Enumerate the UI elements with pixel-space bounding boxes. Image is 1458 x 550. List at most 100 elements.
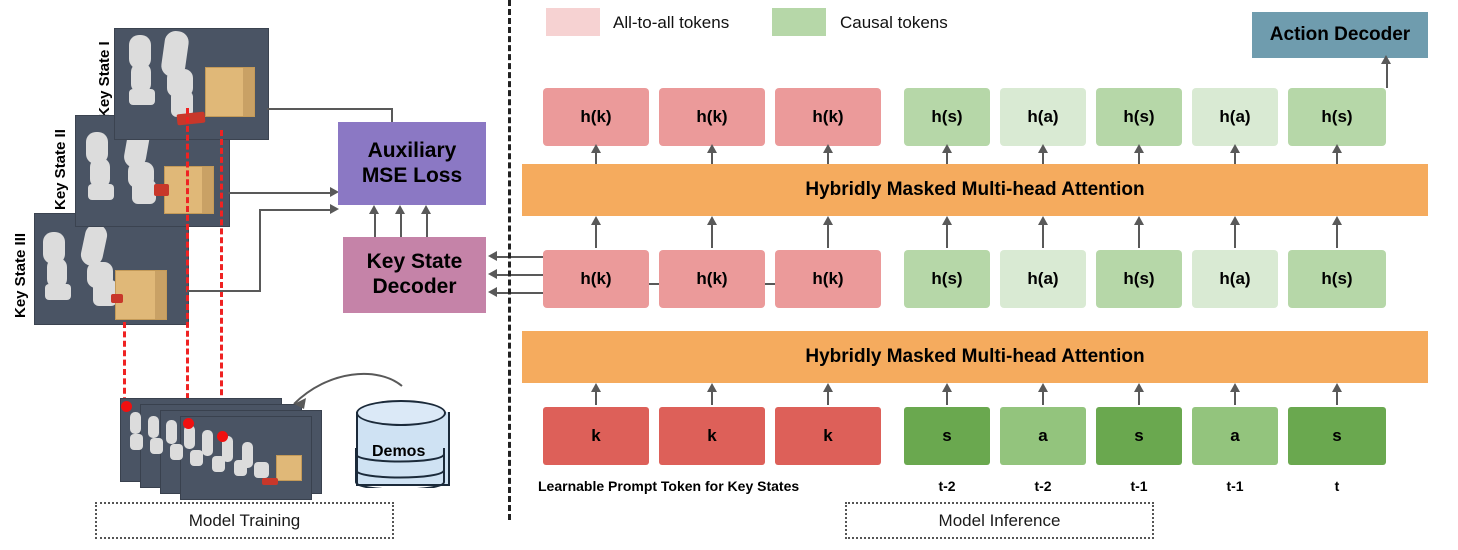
token-hk-1: h(k) [659, 250, 765, 308]
token-arrow-5 [1138, 150, 1140, 164]
attention-upper-label: Hybridly Masked Multi-head Attention [805, 178, 1145, 200]
arrow-dec-loss-3 [426, 212, 428, 237]
token-hs-3: h(s) [904, 88, 990, 146]
key-state-frame-2 [75, 115, 230, 227]
token-arrow-4 [1042, 150, 1044, 164]
token-arrow-0 [595, 150, 597, 164]
token-arrowhead-4 [1038, 383, 1048, 392]
token-arrowhead-0 [591, 144, 601, 153]
arrowhead-hk-dec-2 [488, 269, 497, 279]
token-hs-5: h(s) [1096, 88, 1182, 146]
token-arrow-6 [1234, 222, 1236, 248]
token-arrow-2 [827, 222, 829, 248]
token-arrow-6 [1234, 150, 1236, 164]
token-label: h(s) [931, 269, 963, 288]
token-arrowhead-5 [1134, 383, 1144, 392]
token-arrow-7 [1336, 150, 1338, 164]
token-arrowhead-4 [1038, 144, 1048, 153]
timestamp-6: t-1 [1226, 478, 1244, 494]
token-arrow-4 [1042, 389, 1044, 405]
token-arrowhead-6 [1230, 216, 1240, 225]
action-decoder-label: Action Decoder [1269, 23, 1411, 45]
connector-frame3-v [259, 209, 261, 291]
timestamp-3: t-2 [938, 478, 956, 494]
key-state-frame-3 [34, 213, 189, 325]
arrow-dec-loss-1 [374, 212, 376, 237]
token-arrow-3 [946, 222, 948, 248]
token-a-4: a [1000, 407, 1086, 465]
token-label: h(a) [1027, 107, 1059, 126]
token-label: s [1134, 426, 1144, 445]
key-state-marker-1 [121, 401, 132, 412]
legend-swatch-all-to-all [546, 8, 600, 36]
ks-decoder-line2: Decoder [372, 275, 457, 298]
token-s-5: s [1096, 407, 1182, 465]
key-state-guide-line-2 [186, 108, 189, 408]
demos-to-strip-arrow [293, 372, 403, 409]
key-state-frame-1 [114, 28, 269, 140]
key-state-guide-line-3 [123, 322, 126, 422]
token-label: h(k) [696, 269, 728, 288]
token-arrow-0 [595, 389, 597, 405]
token-arrowhead-7 [1332, 383, 1342, 392]
arrow-hs-actiondecoder [1386, 60, 1388, 88]
token-k-2: k [775, 407, 881, 465]
aux-loss-line2: MSE Loss [361, 163, 463, 187]
token-label: k [591, 426, 601, 445]
model-inference-caption: Model Inference [845, 502, 1154, 539]
token-a-6: a [1192, 407, 1278, 465]
token-label: h(k) [812, 107, 844, 126]
auxiliary-mse-loss-block: Auxiliary MSE Loss [338, 122, 486, 205]
token-label: h(a) [1219, 107, 1251, 126]
token-arrow-1 [711, 389, 713, 405]
token-arrow-6 [1234, 389, 1236, 405]
timestamp-4: t-2 [1034, 478, 1052, 494]
token-arrowhead-2 [823, 216, 833, 225]
hk-link-0 [649, 283, 659, 285]
timestamp-5: t-1 [1130, 478, 1148, 494]
legend-label-all-to-all: All-to-all tokens [613, 13, 730, 32]
arrowhead-dec-loss-3 [421, 205, 431, 214]
arrow-hk-dec-1 [497, 256, 545, 258]
token-label: h(s) [1321, 269, 1353, 288]
key-state-marker-3 [217, 431, 228, 442]
arrowhead-frame3 [330, 204, 339, 214]
token-arrowhead-7 [1332, 144, 1342, 153]
token-hk-2: h(k) [775, 250, 881, 308]
token-label: h(k) [696, 107, 728, 126]
token-arrow-1 [711, 150, 713, 164]
connector-frame3-h1 [187, 290, 261, 292]
arrowhead-actiondecoder [1381, 55, 1391, 64]
connector-frame3-h2 [259, 209, 332, 211]
token-arrow-2 [827, 150, 829, 164]
demos-label: Demos [372, 443, 426, 460]
connector-frame2 [228, 192, 332, 194]
arrowhead-dec-loss-1 [369, 205, 379, 214]
token-hs-3: h(s) [904, 250, 990, 308]
connector-frame1 [267, 108, 392, 110]
token-arrow-0 [595, 222, 597, 248]
token-label: k [707, 426, 717, 445]
learnable-prompt-caption: Learnable Prompt Token for Key States [538, 478, 800, 494]
token-k-0: k [543, 407, 649, 465]
attention-lower-label: Hybridly Masked Multi-head Attention [805, 345, 1145, 367]
token-arrow-5 [1138, 222, 1140, 248]
token-label: k [823, 426, 833, 445]
token-hs-5: h(s) [1096, 250, 1182, 308]
token-hk-1: h(k) [659, 88, 765, 146]
token-hs-7: h(s) [1288, 88, 1386, 146]
aux-loss-line1: Auxiliary [367, 138, 457, 162]
token-s-7: s [1288, 407, 1386, 465]
token-ha-6: h(a) [1192, 250, 1278, 308]
key-state-label-2: Key State II [52, 129, 69, 210]
token-label: h(s) [931, 107, 963, 126]
token-arrowhead-2 [823, 144, 833, 153]
token-label: h(s) [1123, 107, 1155, 126]
token-arrowhead-3 [942, 383, 952, 392]
token-arrowhead-1 [707, 144, 717, 153]
token-label: h(s) [1123, 269, 1155, 288]
token-arrow-4 [1042, 222, 1044, 248]
token-label: h(k) [580, 269, 612, 288]
token-arrow-5 [1138, 389, 1140, 405]
token-arrow-7 [1336, 222, 1338, 248]
